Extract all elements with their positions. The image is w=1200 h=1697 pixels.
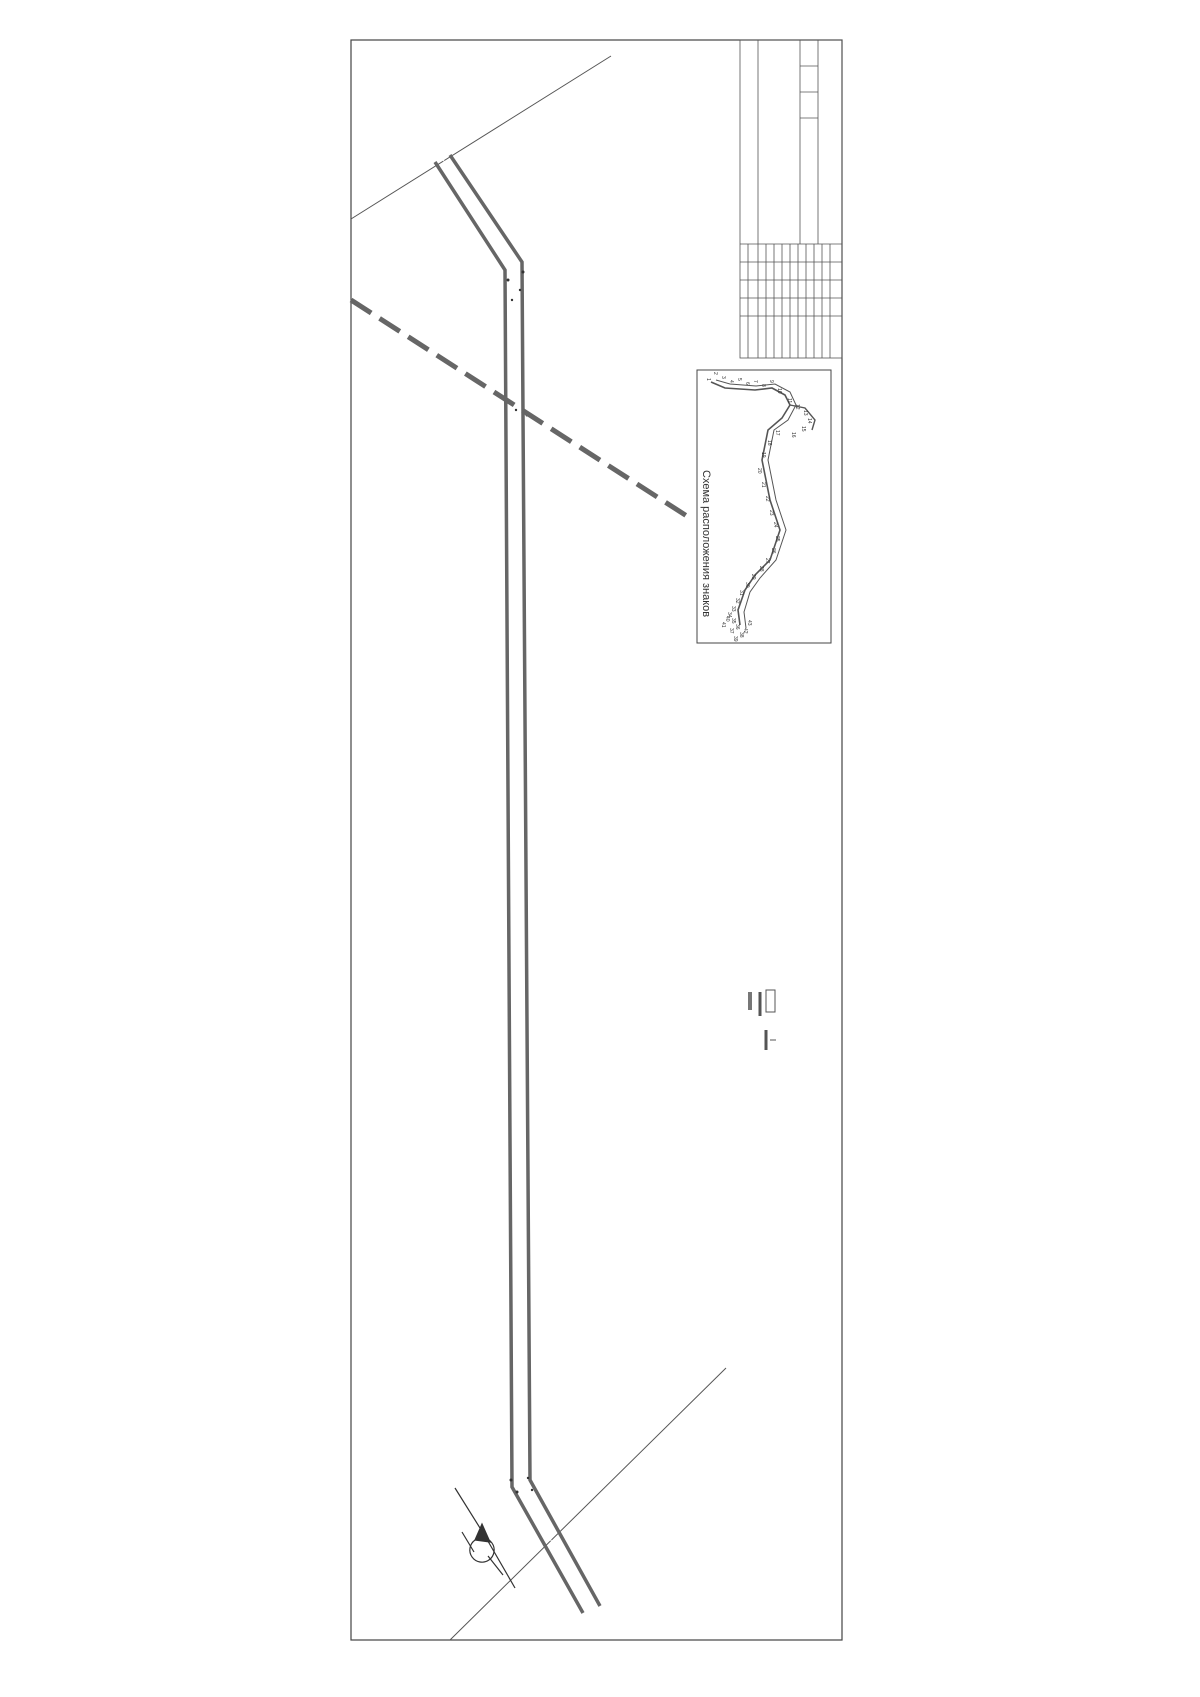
scheme-station-number: 27 <box>764 558 770 564</box>
boundary-line-top <box>350 55 612 220</box>
legend-symbols <box>748 989 776 1050</box>
road-edge-right <box>448 154 602 1607</box>
scheme-station-number: 10 <box>776 388 782 394</box>
scheme-station-number: 2 <box>712 372 718 375</box>
scheme-station-number: 37 <box>728 628 734 634</box>
scheme-station-number: 8 <box>760 384 766 387</box>
title-block <box>739 39 843 359</box>
scheme-station-number: 3 <box>720 376 726 379</box>
scheme-station-number: 4 <box>728 380 734 383</box>
scheme-station-number: 7 <box>752 380 758 383</box>
scheme-station-number: 16 <box>790 432 796 438</box>
scheme-station-number: 25 <box>774 536 780 542</box>
scheme-station-number: 42 <box>742 628 748 634</box>
scheme-station-number: 9 <box>768 380 774 383</box>
scheme-station-number: 26 <box>770 548 776 554</box>
scheme-station-number: 5 <box>736 378 742 381</box>
scheme-station-number: 23 <box>768 510 774 516</box>
scheme-station-number: 40 <box>724 616 730 622</box>
scheme-station-number: 36 <box>734 624 740 630</box>
scheme-station-number: 1 <box>705 378 711 381</box>
scheme-station-number: 32 <box>734 598 740 604</box>
scheme-station-number: 31 <box>738 590 744 596</box>
scheme-station-number: 24 <box>772 522 778 528</box>
scheme-station-number: 43 <box>746 620 752 626</box>
road-marks-top <box>506 270 529 417</box>
scheme-station-number: 19 <box>760 452 766 458</box>
scheme-station-number: 12 <box>794 404 800 410</box>
sheet-frame <box>350 39 843 1641</box>
scheme-inset-branch <box>789 404 816 431</box>
scheme-inset-frame <box>696 369 832 644</box>
scheme-station-number: 39 <box>732 636 738 642</box>
scheme-station-number: 18 <box>766 440 772 446</box>
scheme-station-number: 20 <box>756 468 762 474</box>
scheme-inset-title: Схема расположения знаков <box>700 470 712 618</box>
scheme-station-number: 17 <box>774 430 780 436</box>
road-marks-bottom <box>509 1476 534 1494</box>
scheme-station-number: 29 <box>750 574 756 580</box>
scheme-station-number: 35 <box>730 618 736 624</box>
boundary-line-bottom <box>449 1367 727 1641</box>
north-arrow-icon <box>454 1487 516 1589</box>
scheme-station-number: 21 <box>760 482 766 488</box>
scheme-station-number: 6 <box>744 382 750 385</box>
scheme-station-number: 22 <box>764 496 770 502</box>
scheme-station-number: 41 <box>720 622 726 628</box>
road-edge-left <box>433 161 585 1614</box>
scheme-station-number: 14 <box>806 418 812 424</box>
scheme-station-number: 15 <box>800 426 806 432</box>
scheme-station-number: 28 <box>758 566 764 572</box>
scheme-station-number: 13 <box>802 410 808 416</box>
scheme-inset-route-2 <box>715 379 797 629</box>
road-edge-left-inner <box>441 157 591 1610</box>
scheme-station-number: 11 <box>786 398 792 404</box>
scheme-station-number: 30 <box>744 582 750 588</box>
scheme-inset-route <box>710 381 791 626</box>
scheme-station-number: 33 <box>730 606 736 612</box>
